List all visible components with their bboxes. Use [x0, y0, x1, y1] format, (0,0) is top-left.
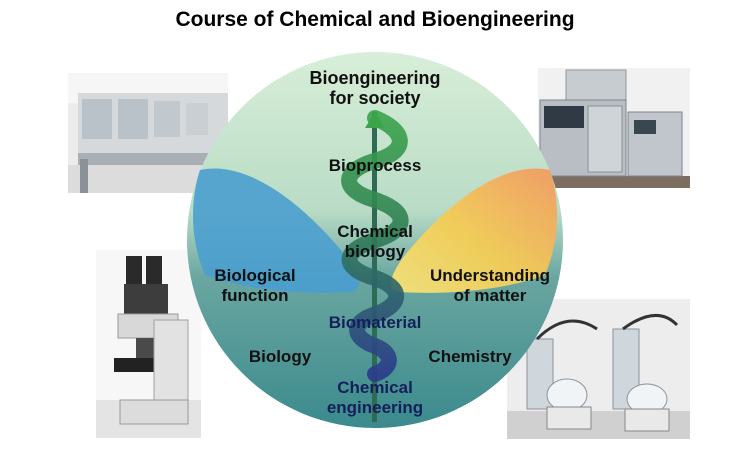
right-matter-line2: of matter — [453, 286, 527, 305]
left-function-line2: function — [221, 286, 289, 305]
helix-arrowhead — [365, 112, 385, 128]
left-function-label: Biological function — [200, 266, 310, 306]
right-petal — [390, 168, 557, 293]
stage-bioprocess: Bioprocess — [328, 156, 422, 175]
helix-stem — [372, 112, 377, 422]
right-matter-label: Understanding of matter — [420, 266, 560, 306]
diagram-title: Course of Chemical and Bioengineering — [175, 8, 575, 31]
stage-chemical-engineering: Chemical engineering — [310, 378, 440, 418]
right-field-label: Chemistry — [428, 347, 512, 366]
stage-biomaterial: Biomaterial — [328, 313, 422, 332]
left-function-line1: Biological — [214, 266, 296, 285]
rotary-evaporator-photo — [507, 299, 690, 439]
stage-chemical-biology-line2: biology — [344, 242, 406, 261]
top-label-line1: Bioengineering — [309, 68, 441, 88]
stage-chemical-engineering-line2: engineering — [326, 398, 424, 417]
hplc-instrument-photo — [538, 68, 690, 188]
microscope-photo — [96, 250, 201, 438]
stage-chemical-biology: Chemical biology — [320, 222, 430, 262]
left-petal — [193, 168, 360, 293]
stage-chemical-engineering-line1: Chemical — [337, 378, 413, 397]
helix-ribbon — [341, 110, 409, 382]
stage-chemical-biology-line1: Chemical — [337, 222, 413, 241]
right-matter-line1: Understanding — [430, 266, 550, 285]
left-field-label: Biology — [248, 347, 312, 366]
top-label: Bioengineering for society — [275, 68, 475, 108]
top-label-line2: for society — [329, 88, 421, 108]
